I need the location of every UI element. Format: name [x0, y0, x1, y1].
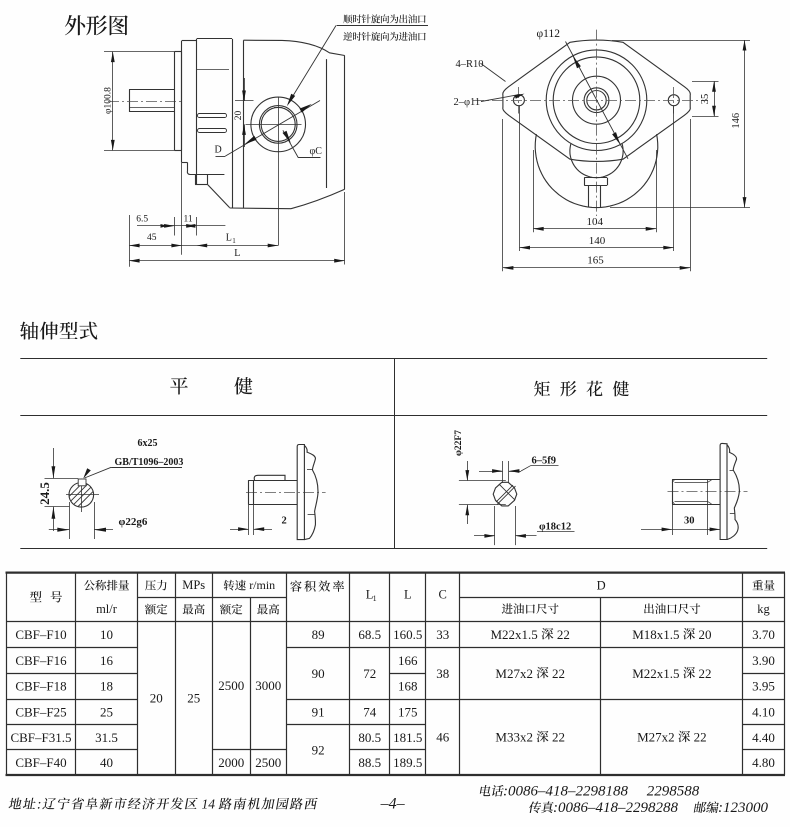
svg-text:CBF–F10: CBF–F10	[15, 627, 66, 642]
svg-text:M27x2: M27x2	[637, 730, 678, 745]
svg-text:20: 20	[695, 627, 711, 642]
svg-text:3000: 3000	[255, 678, 281, 693]
svg-text:22: 22	[549, 730, 565, 745]
svg-text:φC: φC	[310, 146, 323, 157]
svg-text:2500: 2500	[218, 678, 244, 693]
svg-text:CBF–F40: CBF–F40	[15, 755, 66, 770]
svg-text:91: 91	[312, 705, 325, 720]
svg-text:–4–: –4–	[380, 796, 406, 813]
svg-text:68.5: 68.5	[358, 627, 381, 642]
svg-text:CBF–F31.5: CBF–F31.5	[10, 730, 71, 745]
svg-text:45: 45	[147, 233, 157, 243]
svg-text::0086–418–2298288: :0086–418–2298288	[553, 800, 693, 816]
svg-text:11: 11	[184, 215, 193, 225]
svg-text:L: L	[366, 588, 374, 602]
svg-text:92: 92	[312, 743, 325, 758]
svg-text:M22x1.5: M22x1.5	[632, 666, 683, 681]
svg-text:181.5: 181.5	[393, 730, 422, 745]
svg-text:30: 30	[684, 516, 695, 527]
svg-text:2: 2	[282, 516, 287, 527]
svg-text:74: 74	[363, 705, 377, 720]
svg-text:166: 166	[398, 653, 418, 668]
svg-text:GB/T1096–2003: GB/T1096–2003	[115, 457, 184, 468]
svg-text:φ22F7: φ22F7	[454, 430, 464, 456]
svg-text::123000: :123000	[718, 800, 768, 816]
svg-text:D: D	[597, 579, 606, 593]
svg-text:46: 46	[436, 730, 450, 745]
svg-text:18: 18	[100, 679, 113, 694]
svg-text:MPs: MPs	[182, 578, 205, 592]
svg-text:20: 20	[234, 111, 244, 121]
svg-text:kg: kg	[757, 602, 770, 616]
svg-text:CBF–F25: CBF–F25	[15, 705, 66, 720]
svg-text:φ112: φ112	[537, 28, 561, 40]
svg-text:M22x1.5: M22x1.5	[491, 627, 542, 642]
svg-text:6x25: 6x25	[138, 438, 158, 449]
svg-text:4.40: 4.40	[752, 730, 775, 745]
svg-text:ml/r: ml/r	[96, 602, 118, 616]
svg-text:168: 168	[398, 679, 418, 694]
svg-text:38: 38	[436, 666, 449, 681]
svg-text:1: 1	[232, 237, 236, 245]
svg-text:r/min: r/min	[246, 578, 275, 592]
svg-text:L: L	[404, 588, 412, 602]
svg-text:L: L	[234, 248, 240, 259]
svg-text:31.5: 31.5	[95, 730, 118, 745]
svg-text:140: 140	[589, 235, 606, 247]
svg-text:89: 89	[312, 627, 325, 642]
svg-text:72: 72	[363, 666, 376, 681]
svg-text:6–5f9: 6–5f9	[532, 455, 557, 466]
svg-text::0086–418–2298188 2298588: :0086–418–2298188 2298588	[503, 784, 700, 800]
svg-text:24.5: 24.5	[37, 482, 52, 505]
svg-text:3.70: 3.70	[752, 627, 775, 642]
svg-text:40: 40	[100, 755, 113, 770]
svg-text:2000: 2000	[218, 755, 244, 770]
svg-text:M33x2: M33x2	[495, 730, 536, 745]
svg-text:16: 16	[100, 653, 114, 668]
svg-text:4–R10: 4–R10	[456, 59, 484, 70]
svg-text:M18x1.5: M18x1.5	[632, 627, 683, 642]
svg-text:M27x2: M27x2	[495, 666, 536, 681]
svg-text:D: D	[215, 144, 222, 155]
svg-text:160.5: 160.5	[393, 627, 422, 642]
svg-text:104: 104	[586, 216, 603, 228]
svg-text:90: 90	[312, 666, 325, 681]
svg-text:3.95: 3.95	[752, 679, 775, 694]
svg-text:CBF–F16: CBF–F16	[15, 653, 67, 668]
svg-text:33: 33	[436, 627, 449, 642]
svg-text:CBF–F18: CBF–F18	[15, 679, 66, 694]
svg-text:25: 25	[187, 691, 200, 706]
svg-text:22: 22	[695, 666, 711, 681]
svg-text:4.80: 4.80	[752, 755, 775, 770]
svg-text:22: 22	[549, 666, 565, 681]
svg-text:25: 25	[100, 705, 113, 720]
svg-text:3.90: 3.90	[752, 653, 775, 668]
svg-text:20: 20	[150, 691, 163, 706]
svg-text:22: 22	[690, 730, 706, 745]
svg-text:2–φ11: 2–φ11	[454, 97, 481, 108]
svg-text:φ100.8: φ100.8	[104, 87, 114, 114]
svg-text:88.5: 88.5	[358, 755, 381, 770]
svg-text:6.5: 6.5	[136, 215, 148, 225]
svg-text:175: 175	[398, 705, 418, 720]
svg-text:φ22g6: φ22g6	[119, 516, 148, 528]
svg-text:L: L	[226, 232, 232, 243]
svg-text:189.5: 189.5	[393, 755, 422, 770]
svg-text:C: C	[439, 588, 447, 602]
svg-text:φ18c12: φ18c12	[539, 521, 571, 532]
svg-text:80.5: 80.5	[358, 730, 381, 745]
svg-text:165: 165	[587, 254, 604, 266]
svg-text:14: 14	[198, 797, 218, 812]
svg-text:35: 35	[700, 94, 711, 105]
svg-text:146: 146	[731, 113, 742, 129]
svg-text:10: 10	[100, 627, 113, 642]
svg-text:22: 22	[554, 627, 570, 642]
svg-text:2500: 2500	[255, 755, 281, 770]
svg-text:1: 1	[373, 594, 377, 603]
svg-text:4.10: 4.10	[752, 705, 775, 720]
